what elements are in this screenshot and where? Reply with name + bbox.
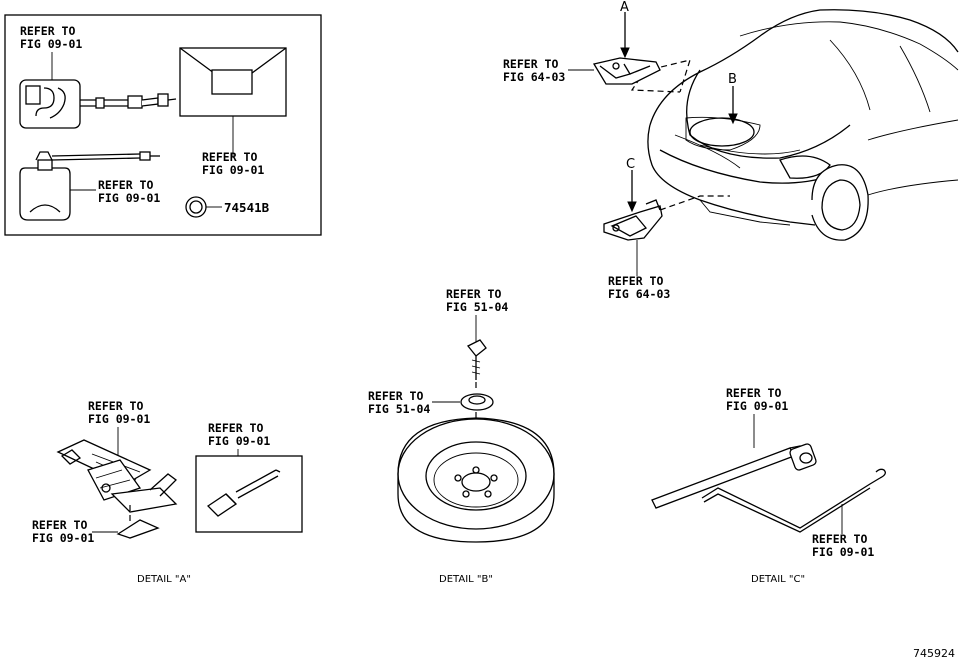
spare-tire-well xyxy=(689,117,755,147)
ref-bottom-line1: REFER TO xyxy=(608,274,663,288)
ref-repair-kit-line1: REFER TO xyxy=(20,24,75,38)
detail-a: REFER TO FIG 09-01 REFER TO FIG 09-01 RE… xyxy=(32,399,303,585)
jack-base-plate xyxy=(116,519,160,539)
kit-box-frame xyxy=(4,14,322,236)
callout-c: C xyxy=(626,157,635,172)
detail-a-caption: DETAIL "A" xyxy=(137,574,191,585)
ref-top-line2: FIG 64-03 xyxy=(503,70,565,84)
ref-bolt-line1: REFER TO xyxy=(446,287,501,301)
ref-base-line2: FIG 09-01 xyxy=(32,531,94,545)
car-roof-outline xyxy=(649,9,959,126)
handle-box-frame xyxy=(195,455,303,533)
ref-handle-line2: FIG 09-01 xyxy=(208,434,270,448)
ref-bottle-line2: FIG 09-01 xyxy=(98,191,160,205)
sealant-bottle xyxy=(19,151,160,221)
ref-handle-line1: REFER TO xyxy=(208,421,263,435)
spare-tire xyxy=(397,417,555,543)
ref-jack-line1: REFER TO xyxy=(88,399,143,413)
ref-base-line1: REFER TO xyxy=(32,518,87,532)
ref-wrench-line2: FIG 09-01 xyxy=(726,399,788,413)
vehicle-view: A REFER TO FIG 64-03 B C REFER TO FIG 64… xyxy=(503,0,959,301)
lug-wrench xyxy=(651,443,817,509)
compressor-unit xyxy=(19,79,177,129)
detail-b-caption: DETAIL "B" xyxy=(439,574,493,585)
ref-washer-line2: FIG 51-04 xyxy=(368,402,430,416)
hold-down-bolt xyxy=(466,339,487,380)
ref-bolt-line2: FIG 51-04 xyxy=(446,300,508,314)
ref-washer-line1: REFER TO xyxy=(368,389,423,403)
manual-envelope xyxy=(179,47,287,156)
ref-hook-line1: REFER TO xyxy=(812,532,867,546)
plug-part-number: 74541B xyxy=(224,200,270,215)
tool-kit-box: REFER TO FIG 09-01 REFER TO FIG 09-01 xyxy=(4,14,322,236)
scissor-jack xyxy=(56,439,178,513)
ref-repair-kit-line2: FIG 09-01 xyxy=(20,37,82,51)
callout-a: A xyxy=(620,0,629,15)
figure-number: 745924 xyxy=(913,647,955,660)
trunk-lid xyxy=(686,69,851,159)
plug-part xyxy=(185,196,222,218)
upper-bracket xyxy=(592,57,661,85)
ref-bottom-line2: FIG 64-03 xyxy=(608,287,670,301)
detail-c: REFER TO FIG 09-01 REFER TO FIG 09-01 DE… xyxy=(651,386,886,585)
ref-manual-line2: FIG 09-01 xyxy=(202,163,264,177)
spacer-washer xyxy=(460,393,494,411)
jack-handle xyxy=(206,469,281,517)
detail-b: REFER TO FIG 51-04 REFER TO FIG 51-04 xyxy=(368,287,555,585)
ref-top-line1: REFER TO xyxy=(503,57,558,71)
ref-hook-line2: FIG 09-01 xyxy=(812,545,874,559)
ref-bottle-line1: REFER TO xyxy=(98,178,153,192)
ref-wrench-line1: REFER TO xyxy=(726,386,781,400)
ref-manual-line1: REFER TO xyxy=(202,150,257,164)
lower-bracket xyxy=(603,199,663,241)
callout-b: B xyxy=(728,72,737,87)
jack-hook-rod xyxy=(701,468,886,533)
ref-jack-line2: FIG 09-01 xyxy=(88,412,150,426)
detail-c-caption: DETAIL "C" xyxy=(751,574,805,585)
